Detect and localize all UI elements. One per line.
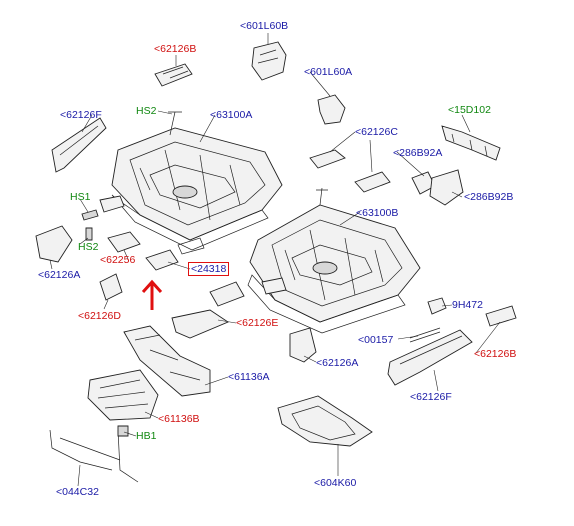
callout-604k60[interactable]: <604K60 [314, 477, 357, 489]
callout-24318-highlighted[interactable]: <24318 [188, 262, 230, 276]
trim-62126f-left[interactable] [51, 117, 107, 173]
harness-00157[interactable] [409, 327, 441, 343]
harness-044c32[interactable] [49, 429, 139, 483]
callout-62126d[interactable]: <62126D [78, 310, 121, 322]
cover-62126c-1[interactable] [309, 149, 346, 169]
callout-61136b[interactable]: <61136B [158, 413, 200, 425]
callout-00157[interactable]: <00157 [358, 334, 394, 346]
callout-62126b-right[interactable]: <62126B [474, 348, 517, 360]
clip-24318[interactable] [145, 249, 179, 271]
callout-9h472[interactable]: 9H472 [452, 299, 483, 311]
bolt-hs2-left[interactable] [85, 227, 93, 241]
panel-61136a[interactable] [123, 325, 211, 397]
bracket-601l60a[interactable] [317, 94, 346, 125]
trim-62126e[interactable] [171, 309, 229, 339]
callout-044c32[interactable]: <044C32 [56, 486, 99, 498]
callout-286b92b[interactable]: <286B92B [464, 191, 514, 203]
seat-frame-63100b[interactable] [247, 187, 421, 334]
cover-62126c-2[interactable] [354, 171, 391, 193]
callout-601l60b[interactable]: <601L60B [240, 20, 289, 32]
callout-hs1[interactable]: HS1 [70, 191, 91, 203]
seat-frame-63100a[interactable] [99, 111, 283, 255]
callout-62126a-mid[interactable]: <62126A [316, 357, 359, 369]
bracket-62256[interactable] [107, 231, 141, 253]
callout-62126f-right[interactable]: <62126F [410, 391, 452, 403]
callout-62126f-left[interactable]: <62126F [60, 109, 102, 121]
cover-62126d[interactable] [99, 273, 123, 301]
callout-hs2-left[interactable]: HS2 [78, 241, 99, 253]
trim-62126f-right[interactable] [387, 329, 473, 386]
trim-286b92b[interactable] [429, 169, 464, 206]
callout-hs2-top[interactable]: HS2 [136, 105, 157, 117]
callout-62256[interactable]: <62256 [100, 254, 136, 266]
bracket-601l60b[interactable] [251, 41, 287, 81]
leader-lines [49, 33, 501, 487]
callout-63100b[interactable]: <63100B [356, 207, 399, 219]
callout-hb1[interactable]: HB1 [136, 430, 157, 442]
cover-62126b-right[interactable] [485, 305, 517, 327]
callout-62126b-top[interactable]: <62126B [154, 43, 197, 55]
cover-62126a-mid[interactable] [289, 327, 317, 363]
harness-15d102[interactable] [441, 125, 501, 161]
callout-63100a[interactable]: <63100A [210, 109, 253, 121]
cover-62126b-top[interactable] [154, 63, 193, 87]
callout-15d102[interactable]: <15D102 [448, 104, 491, 116]
cover-62126a-left[interactable] [35, 225, 73, 263]
callout-61136a[interactable]: <61136A [228, 371, 270, 383]
bracket-9h472[interactable] [427, 297, 447, 315]
callout-286b92a[interactable]: <286B92A [393, 147, 443, 159]
shield-604k60[interactable] [277, 395, 373, 447]
callout-62126e[interactable]: <62126E [236, 317, 279, 329]
callout-62126c[interactable]: <62126C [355, 126, 398, 138]
bolt-hs1[interactable] [81, 209, 99, 221]
trim-near-24318[interactable] [209, 281, 245, 307]
bolt-hb1[interactable] [117, 425, 129, 437]
red-up-arrow-icon [141, 279, 163, 310]
callout-62126a-left[interactable]: <62126A [38, 269, 81, 281]
callout-601l60a[interactable]: <601L60A [304, 66, 353, 78]
